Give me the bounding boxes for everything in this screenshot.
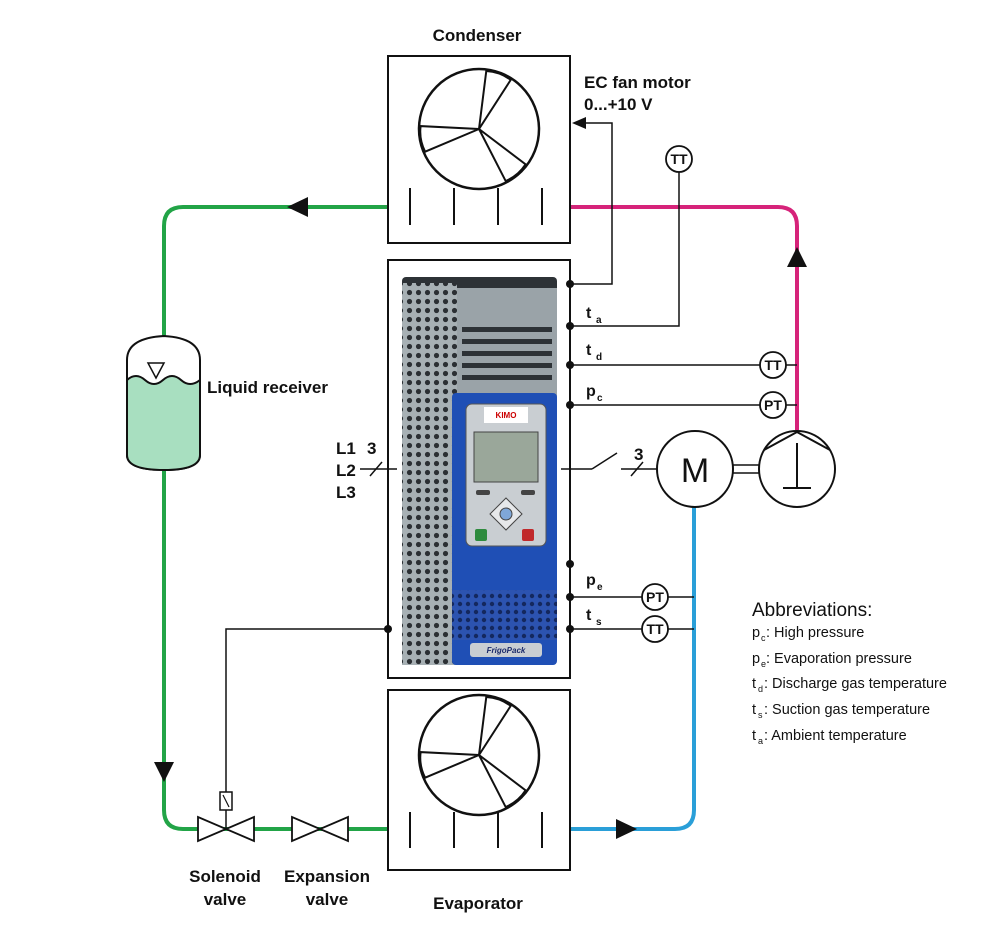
abbreviation-td: t d : Discharge gas temperature: [752, 676, 947, 694]
svg-text:p: p: [752, 651, 760, 667]
svg-text:c: c: [597, 393, 603, 404]
expansion-valve: [291, 815, 349, 843]
l2-label: L2: [336, 461, 356, 480]
svg-text:t: t: [586, 342, 592, 359]
svg-text:: Discharge gas temperature: : Discharge gas temperature: [764, 676, 947, 692]
svg-text:: Evaporation pressure: : Evaporation pressure: [766, 651, 912, 667]
svg-text:e: e: [597, 582, 603, 593]
svg-text:p: p: [586, 383, 596, 400]
condenser: [387, 55, 571, 244]
svg-text:TT: TT: [646, 621, 664, 637]
drive-start-button[interactable]: [475, 529, 487, 541]
flow-arrow-up: [787, 247, 807, 267]
svg-text:: High pressure: : High pressure: [766, 625, 864, 641]
motor: M: [656, 430, 734, 508]
svg-text:PT: PT: [764, 397, 782, 413]
svg-text:s: s: [758, 710, 763, 720]
solenoid-label-1: Solenoid: [189, 867, 261, 886]
svg-text:p: p: [752, 625, 760, 641]
solenoid-control-wire: [225, 628, 388, 792]
motor-switch[interactable]: [591, 452, 618, 470]
motor-label: M: [681, 452, 709, 490]
evaporator: [387, 689, 571, 871]
abbreviations-legend: Abbreviations: p c : High pressure p e :…: [752, 600, 947, 746]
liquid-line-top: [162, 205, 390, 340]
fan-motor-voltage: 0...+10 V: [584, 95, 653, 114]
fan-signal-arrow: [572, 117, 586, 129]
fan-motor-label: EC fan motor: [584, 73, 691, 92]
svg-text:: Ambient temperature: : Ambient temperature: [764, 728, 907, 744]
svg-text:d: d: [596, 352, 602, 363]
svg-text:t: t: [586, 305, 592, 322]
compressor: [758, 430, 836, 508]
evaporator-fan-icon: [419, 695, 527, 809]
abbreviation-pe: p e : Evaporation pressure: [752, 651, 912, 669]
svg-text:TT: TT: [764, 357, 782, 373]
svg-text:TT: TT: [670, 151, 688, 167]
ta-wire: [570, 172, 680, 327]
signal-ta: t a: [586, 305, 602, 326]
expansion-label-2: valve: [306, 890, 349, 909]
svg-text:PT: PT: [646, 589, 664, 605]
suction-line: [578, 505, 696, 831]
solenoid-valve: [197, 791, 255, 843]
abbreviation-ts: t s : Suction gas temperature: [752, 702, 930, 720]
svg-text:a: a: [596, 315, 602, 326]
abbreviations-title: Abbreviations:: [752, 600, 872, 621]
svg-text:d: d: [758, 684, 763, 694]
svg-text:e: e: [761, 659, 766, 669]
svg-text:t: t: [586, 607, 592, 624]
signal-pc: p c: [586, 383, 603, 404]
pc-sensor: PT: [759, 391, 787, 419]
svg-text:t: t: [752, 676, 756, 692]
condenser-fan-icon: [419, 69, 527, 183]
svg-text:t: t: [752, 702, 756, 718]
ts-sensor: TT: [641, 615, 669, 643]
flow-arrow-left: [287, 197, 308, 217]
condenser-label: Condenser: [433, 26, 522, 45]
td-sensor: TT: [759, 351, 787, 379]
expansion-label-1: Expansion: [284, 867, 370, 886]
drive-model: FrigoPack: [487, 646, 526, 655]
abbreviation-pc: p c : High pressure: [752, 625, 864, 643]
liquid-line-down: [162, 468, 420, 831]
svg-text:s: s: [596, 617, 602, 628]
liquid-level-icon: [146, 362, 166, 380]
liquid-receiver: [126, 334, 201, 472]
flow-arrow-down: [154, 762, 174, 782]
drive-stop-button[interactable]: [522, 529, 534, 541]
liquid-receiver-label: Liquid receiver: [207, 378, 328, 397]
signal-pe: p e: [586, 572, 603, 593]
l1-label: L1: [336, 439, 356, 458]
svg-text:: Suction gas temperature: : Suction gas temperature: [764, 702, 930, 718]
motor-phase-count: 3: [634, 445, 643, 464]
discharge-line: [578, 205, 799, 430]
evaporator-label: Evaporator: [433, 894, 523, 913]
pe-sensor: PT: [641, 583, 669, 611]
signal-td: t d: [586, 342, 602, 363]
svg-text:t: t: [752, 728, 756, 744]
signal-ts: t s: [586, 607, 602, 628]
drive-brand: KIMO: [496, 411, 517, 420]
abbreviation-ta: t a : Ambient temperature: [752, 728, 907, 746]
flow-arrow-right: [616, 819, 637, 839]
fan-signal-wire: [570, 122, 613, 285]
solenoid-label-2: valve: [204, 890, 247, 909]
svg-text:a: a: [758, 736, 763, 746]
l3-label: L3: [336, 483, 356, 502]
svg-text:c: c: [761, 633, 766, 643]
frequency-drive: KIMO FrigoPack: [402, 277, 557, 665]
supply-phase-count: 3: [367, 439, 376, 458]
svg-text:p: p: [586, 572, 596, 589]
ta-sensor: TT: [665, 145, 693, 173]
